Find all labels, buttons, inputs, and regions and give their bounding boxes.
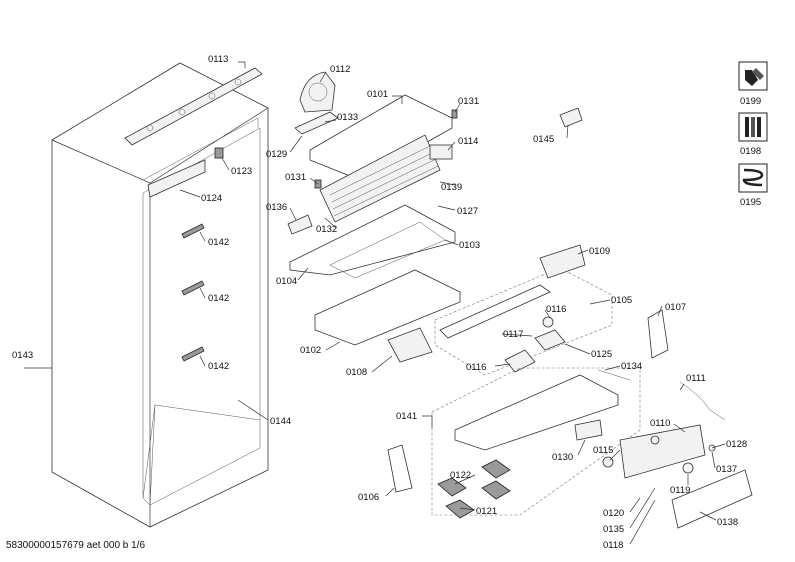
cabinet-housing bbox=[51, 62, 269, 528]
document-code: 58300000157679 aet 000 b 1/6 bbox=[6, 540, 146, 551]
callout-0145: 0145 bbox=[533, 134, 554, 145]
small-parts bbox=[287, 107, 583, 363]
callout-0106: 0106 bbox=[358, 492, 379, 503]
callout-0127: 0127 bbox=[457, 206, 478, 217]
callout-0117: 0117 bbox=[503, 329, 523, 340]
callout-labels: 0113 0112 0101 0131 0133 0129 0145 0114 … bbox=[12, 54, 747, 551]
hinge-rail-part bbox=[124, 67, 263, 146]
callout-0116-b: 0116 bbox=[466, 362, 486, 373]
tools-icon bbox=[738, 61, 768, 91]
callout-0115: 0115 bbox=[593, 445, 613, 456]
callout-0125: 0125 bbox=[591, 349, 612, 360]
callout-0108: 0108 bbox=[346, 367, 367, 378]
callout-0132: 0132 bbox=[316, 224, 337, 235]
fan-unit-part bbox=[299, 71, 336, 113]
callout-0118: 0118 bbox=[603, 540, 623, 551]
callout-0129: 0129 bbox=[266, 149, 287, 160]
callout-0103: 0103 bbox=[459, 240, 480, 251]
legend-code-0199: 0199 bbox=[740, 96, 761, 107]
callout-0110: 0110 bbox=[650, 418, 670, 429]
callout-0135: 0135 bbox=[603, 524, 624, 535]
callout-0136: 0136 bbox=[266, 202, 287, 213]
callout-0143: 0143 bbox=[12, 350, 33, 361]
bottom-plate-part bbox=[314, 269, 461, 346]
evaporator-part bbox=[319, 134, 441, 223]
cable-icon bbox=[738, 163, 768, 193]
callout-0120: 0120 bbox=[603, 508, 624, 519]
callout-0134: 0134 bbox=[621, 361, 642, 372]
callout-0123: 0123 bbox=[231, 166, 252, 177]
callout-0142-c: 0142 bbox=[208, 361, 229, 372]
callout-0141: 0141 bbox=[396, 411, 417, 422]
callout-0114: 0114 bbox=[458, 136, 478, 147]
callout-0138: 0138 bbox=[717, 517, 738, 528]
callout-0130: 0130 bbox=[552, 452, 573, 463]
callout-0104: 0104 bbox=[276, 276, 297, 287]
callout-0131: 0131 bbox=[458, 96, 479, 107]
cover-plate-part bbox=[309, 94, 453, 181]
callout-0102: 0102 bbox=[300, 345, 321, 356]
callout-0113: 0113 bbox=[208, 54, 228, 65]
callout-0112: 0112 bbox=[330, 64, 350, 75]
control-panel-assembly bbox=[387, 244, 753, 529]
callout-0121: 0121 bbox=[476, 506, 497, 517]
callout-0144: 0144 bbox=[270, 416, 291, 427]
legend-tools: 0199 0198 0195 bbox=[738, 61, 768, 208]
drain-tray-part bbox=[289, 204, 456, 279]
screws-icon bbox=[738, 112, 768, 142]
callout-0111: 0111 bbox=[686, 373, 706, 384]
callout-0133: 0133 bbox=[337, 112, 358, 123]
callout-0105: 0105 bbox=[611, 295, 632, 306]
legend-code-0198: 0198 bbox=[740, 146, 761, 157]
callout-0101: 0101 bbox=[367, 89, 388, 100]
leader-lines bbox=[24, 61, 726, 545]
callout-0142: 0142 bbox=[208, 237, 229, 248]
shelf-supports bbox=[181, 223, 205, 362]
legend-code-0195: 0195 bbox=[740, 197, 761, 208]
callout-0122: 0122 bbox=[450, 470, 471, 481]
callout-0119: 0119 bbox=[670, 485, 690, 496]
callout-0142-b: 0142 bbox=[208, 293, 229, 304]
callout-0137: 0137 bbox=[716, 464, 737, 475]
clip-part bbox=[214, 147, 224, 159]
callout-0116: 0116 bbox=[546, 304, 566, 315]
callout-0109: 0109 bbox=[589, 246, 610, 257]
callout-0124: 0124 bbox=[201, 193, 222, 204]
callout-0128: 0128 bbox=[726, 439, 747, 450]
callout-0107: 0107 bbox=[665, 302, 686, 313]
callout-0131-b: 0131 bbox=[285, 172, 306, 183]
callout-0139: 0139 bbox=[441, 182, 462, 193]
